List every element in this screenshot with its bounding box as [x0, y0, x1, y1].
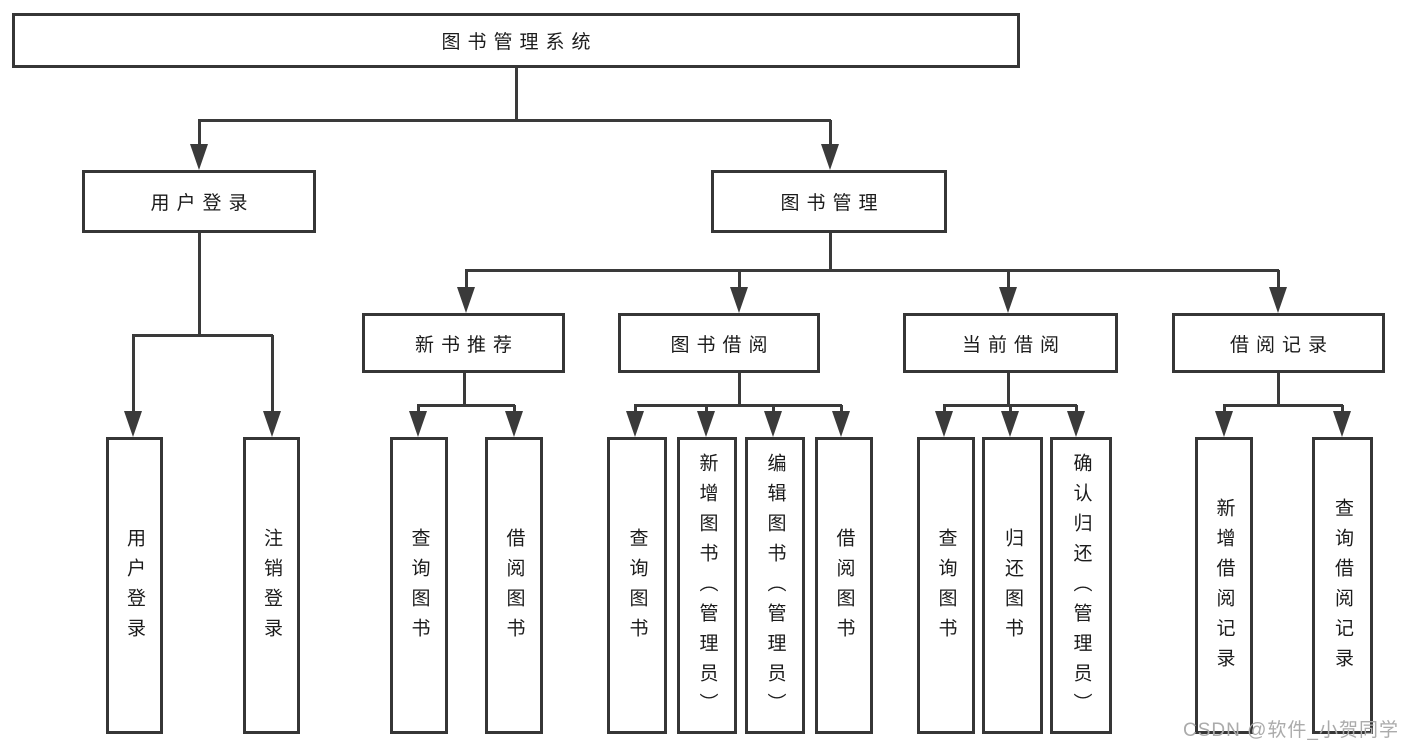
arrowhead-down-icon	[1001, 411, 1019, 437]
arrowhead-down-icon	[457, 287, 475, 313]
node-book-management: 图书管理	[711, 170, 947, 233]
node-new-book-recommend: 新书推荐	[362, 313, 565, 373]
leaf-current-return-books: 归还图书	[982, 437, 1043, 734]
node-borrow-records: 借阅记录	[1172, 313, 1385, 373]
node-current-borrow: 当前借阅	[903, 313, 1118, 373]
arrowhead-down-icon	[190, 144, 208, 170]
node-user-login: 用户登录	[82, 170, 316, 233]
connector	[132, 334, 273, 337]
arrowhead-down-icon	[263, 411, 281, 437]
leaf-newbook-query-books: 查询图书	[390, 437, 448, 734]
arrowhead-down-icon	[124, 411, 142, 437]
connector	[738, 373, 741, 406]
leaf-records-add-record: 新增借阅记录	[1195, 437, 1253, 734]
connector	[634, 404, 842, 407]
connector	[198, 119, 831, 122]
leaf-records-query-record: 查询借阅记录	[1312, 437, 1373, 734]
arrowhead-down-icon	[505, 411, 523, 437]
connector	[271, 335, 274, 413]
leaf-borrow-query-books: 查询图书	[607, 437, 667, 734]
csdn-watermark: CSDN @软件_小贺同学	[1183, 720, 1399, 741]
connector	[829, 120, 832, 150]
arrowhead-down-icon	[1067, 411, 1085, 437]
connector	[1007, 270, 1010, 290]
connector	[1277, 270, 1280, 290]
arrowhead-down-icon	[935, 411, 953, 437]
node-book-borrow: 图书借阅	[618, 313, 820, 373]
connector	[829, 233, 832, 271]
connector	[1223, 404, 1343, 407]
node-root: 图书管理系统	[12, 13, 1020, 68]
leaf-current-query-books: 查询图书	[917, 437, 975, 734]
connector	[738, 270, 741, 290]
connector	[132, 335, 135, 413]
arrowhead-down-icon	[1333, 411, 1351, 437]
arrowhead-down-icon	[821, 144, 839, 170]
arrowhead-down-icon	[832, 411, 850, 437]
connector	[1277, 373, 1280, 406]
leaf-newbook-borrow-books: 借阅图书	[485, 437, 543, 734]
connector	[465, 269, 1279, 272]
connector	[465, 270, 468, 290]
leaf-borrow-add-books-admin: 新增图书（管理员）	[677, 437, 737, 734]
leaf-current-confirm-return-admin: 确认归还（管理员）	[1050, 437, 1112, 734]
arrowhead-down-icon	[697, 411, 715, 437]
arrowhead-down-icon	[999, 287, 1017, 313]
connector	[198, 120, 201, 150]
leaf-user-login: 用户登录	[106, 437, 163, 734]
connector	[1007, 373, 1010, 406]
leaf-logout: 注销登录	[243, 437, 300, 734]
arrowhead-down-icon	[1215, 411, 1233, 437]
connector	[417, 404, 515, 407]
leaf-borrow-borrow-books: 借阅图书	[815, 437, 873, 734]
arrowhead-down-icon	[626, 411, 644, 437]
connector	[463, 373, 466, 406]
arrowhead-down-icon	[730, 287, 748, 313]
arrowhead-down-icon	[1269, 287, 1287, 313]
connector	[198, 233, 201, 336]
arrowhead-down-icon	[409, 411, 427, 437]
connector	[515, 68, 518, 120]
leaf-borrow-edit-books-admin: 编辑图书（管理员）	[745, 437, 805, 734]
arrowhead-down-icon	[764, 411, 782, 437]
